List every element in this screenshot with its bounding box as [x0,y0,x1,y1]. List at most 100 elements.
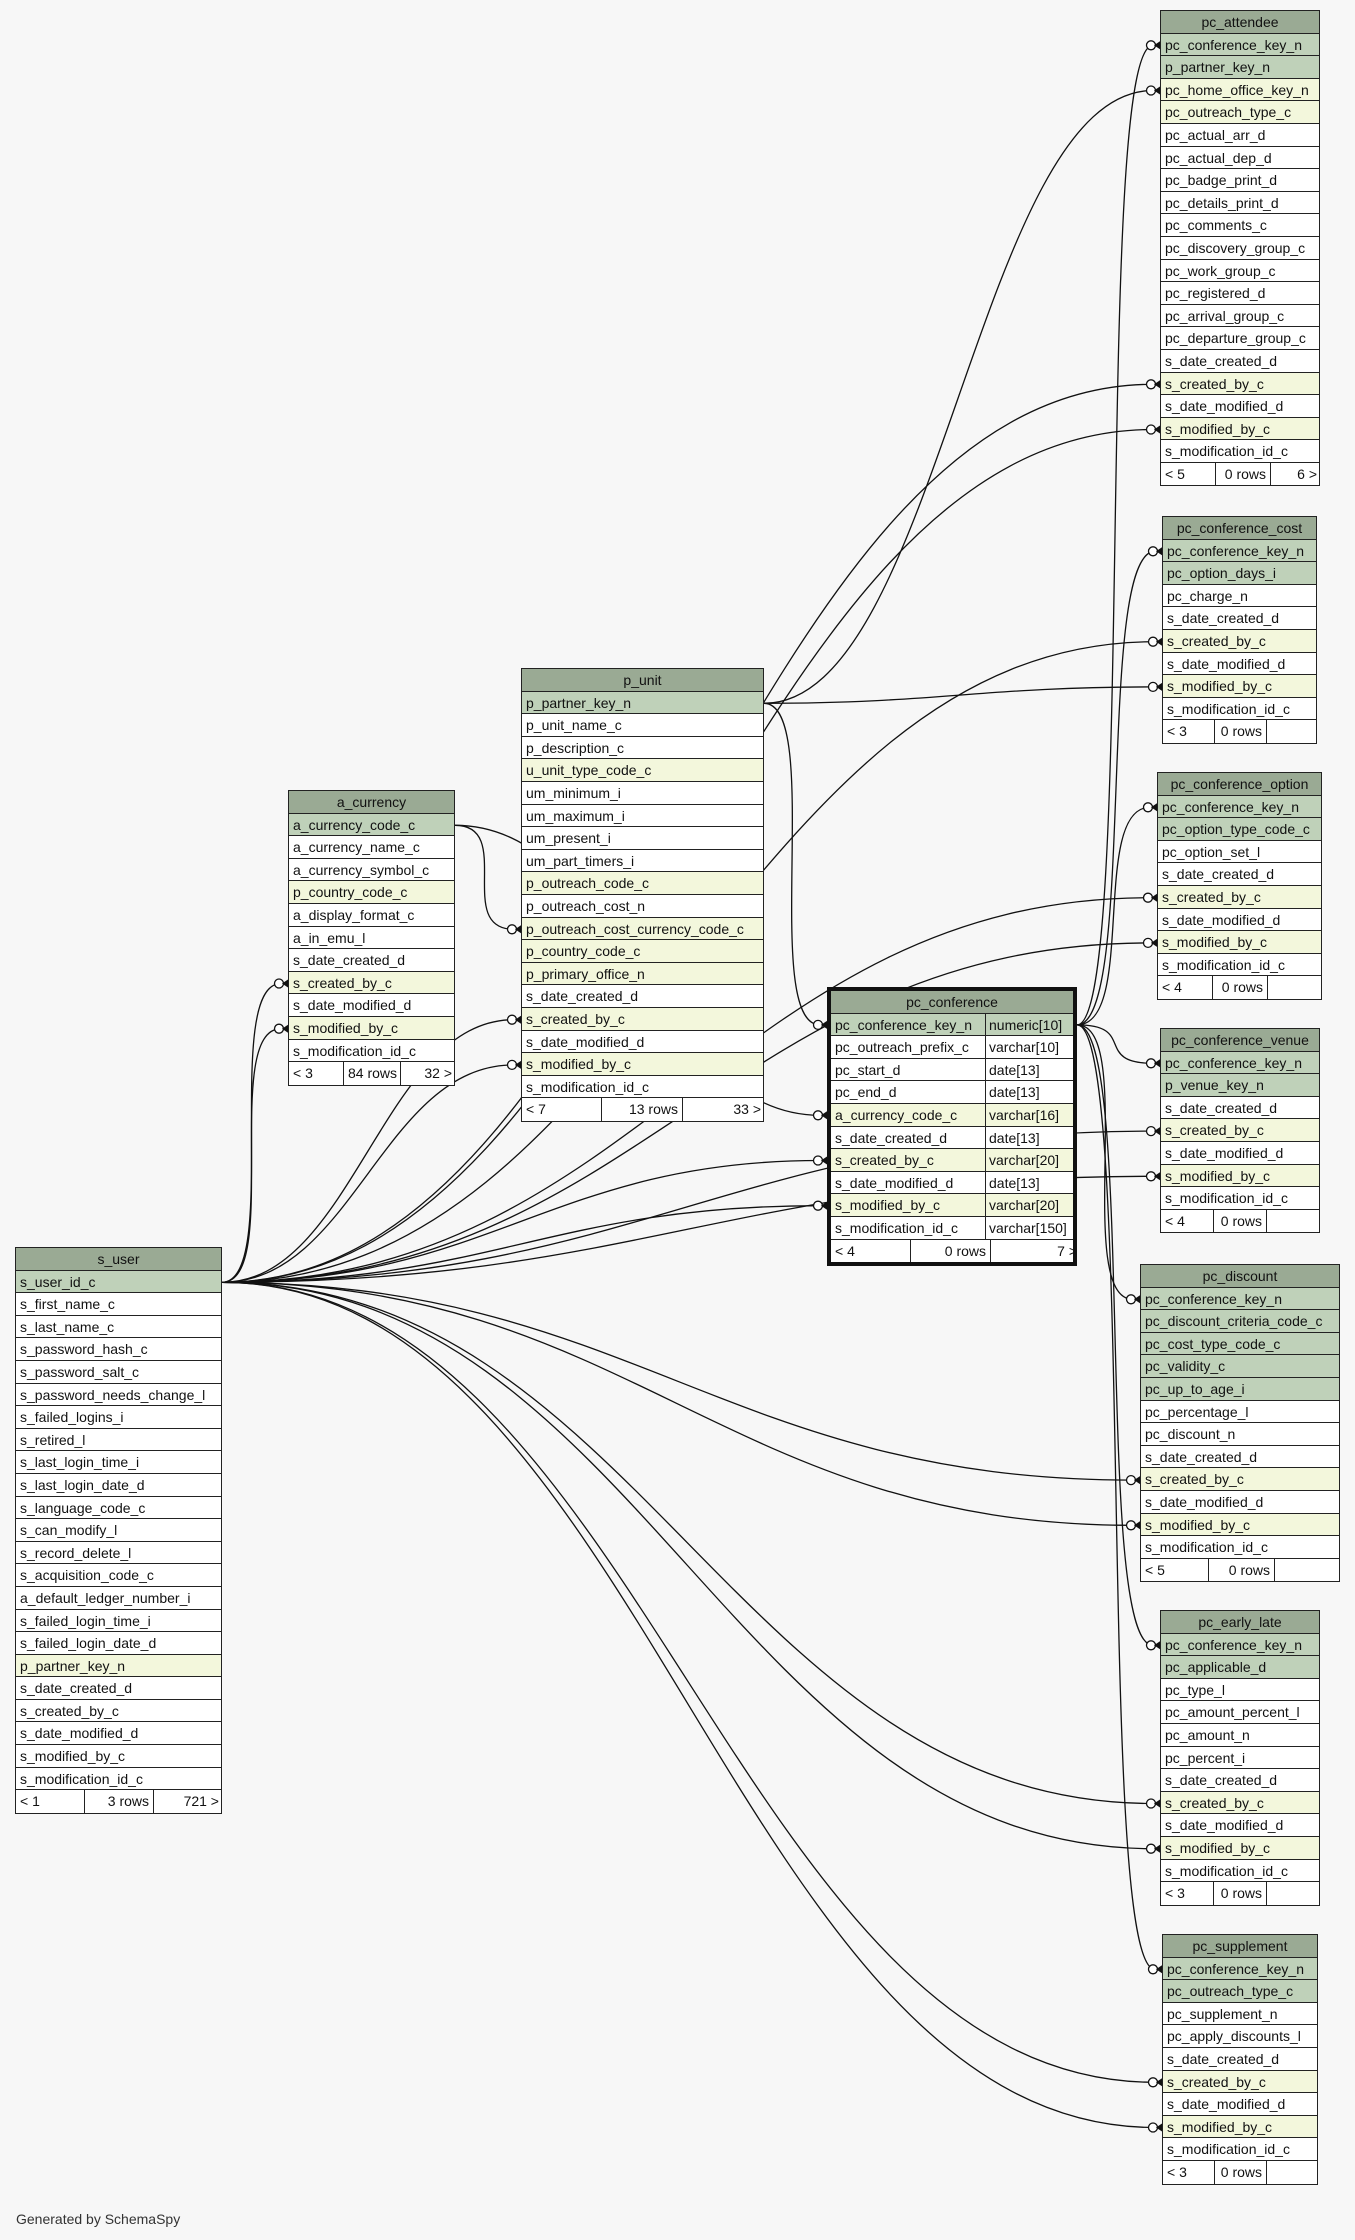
column-row[interactable]: a_currency_code_c [289,813,454,837]
column-row[interactable]: s_created_by_c [522,1007,763,1031]
children-link[interactable] [1267,1210,1321,1233]
column-row[interactable]: pc_cost_type_code_c [1141,1332,1339,1356]
table-title[interactable]: pc_conference [831,991,1073,1014]
column-row[interactable]: p_venue_key_n [1161,1074,1319,1097]
column-row[interactable]: pc_discount_n [1141,1423,1339,1446]
column-row[interactable]: pc_badge_print_d [1161,169,1319,192]
column-row[interactable]: pc_conference_key_n [1161,1051,1319,1075]
column-row[interactable]: pc_conference_key_n [1163,539,1316,563]
column-row[interactable]: pc_discovery_group_c [1161,237,1319,260]
column-row[interactable]: pc_amount_n [1161,1724,1319,1747]
column-row[interactable]: s_created_by_c [289,971,454,995]
table-title[interactable]: p_unit [522,669,763,692]
column-row[interactable]: p_country_code_c [522,940,763,963]
table-title[interactable]: pc_supplement [1163,1935,1317,1958]
column-row[interactable]: s_modification_id_c [1141,1536,1339,1559]
column-row[interactable]: pc_actual_dep_d [1161,147,1319,170]
column-row[interactable]: s_user_id_c [16,1270,221,1294]
column-row[interactable]: um_maximum_i [522,805,763,828]
column-row[interactable]: a_display_format_c [289,904,454,927]
column-row[interactable]: s_modified_by_c [1141,1513,1339,1537]
column-row[interactable]: s_modified_by_c [522,1053,763,1076]
column-row[interactable]: pc_work_group_c [1161,260,1319,283]
column-row[interactable]: s_date_modified_d [1161,1814,1319,1837]
column-row[interactable]: pc_applicable_d [1161,1656,1319,1679]
column-row[interactable]: s_record_delete_l [16,1542,221,1565]
column-row[interactable]: p_outreach_code_c [522,872,763,895]
column-row[interactable]: s_modified_by_c [1158,931,1321,954]
table-title[interactable]: a_currency [289,791,454,814]
column-row[interactable]: pc_conference_key_n [1141,1287,1339,1311]
children-link[interactable]: 7 > [1057,1242,1077,1259]
column-row[interactable]: p_partner_key_n [522,691,763,715]
column-row[interactable]: pc_option_days_i [1163,562,1316,585]
column-row[interactable]: s_created_by_c [1163,2070,1317,2094]
column-row[interactable]: s_acquisition_code_c [16,1564,221,1587]
column-row[interactable]: s_created_by_c [1161,372,1319,396]
column-row[interactable]: s_modified_by_c [1161,1836,1319,1860]
column-row[interactable]: s_last_login_date_d [16,1474,221,1497]
column-row[interactable]: p_outreach_cost_currency_code_c [522,917,763,941]
column-row[interactable]: s_language_code_c [16,1497,221,1520]
column-row[interactable]: pc_conference_key_n [1161,33,1319,57]
column-row[interactable]: s_date_created_d [1163,607,1316,630]
parents-link[interactable]: < 1 [16,1790,85,1813]
column-row[interactable]: um_present_i [522,827,763,850]
column-row[interactable]: s_date_modified_d [1163,2093,1317,2116]
column-row[interactable]: pc_option_set_l [1158,841,1321,864]
children-link[interactable] [1267,1882,1321,1905]
column-row[interactable]: um_part_timers_i [522,850,763,873]
column-row[interactable]: pc_conference_key_n [1163,1957,1317,1981]
children-link[interactable]: 6 > [1297,465,1317,482]
column-row[interactable]: p_outreach_cost_n [522,895,763,918]
column-row[interactable]: pc_comments_c [1161,214,1319,237]
column-row[interactable]: s_date_modified_d [1141,1491,1339,1514]
column-row[interactable]: s_date_created_d [16,1677,221,1700]
column-row[interactable]: s_date_created_d [289,949,454,972]
column-row[interactable]: p_primary_office_n [522,962,763,986]
column-row[interactable]: s_modification_id_c [1158,954,1321,977]
column-row[interactable]: a_currency_symbol_c [289,859,454,882]
table-title[interactable]: pc_conference_option [1158,773,1321,796]
column-row[interactable]: pc_home_office_key_n [1161,78,1319,102]
column-row[interactable]: s_failed_logins_i [16,1406,221,1429]
column-row[interactable]: s_date_modified_d [1158,909,1321,932]
parents-link[interactable]: < 5 [1141,1558,1209,1582]
column-row[interactable]: s_date_modified_d [16,1722,221,1746]
column-row[interactable]: s_date_created_d [522,985,763,1008]
children-link[interactable] [1267,2161,1319,2184]
column-row[interactable]: s_modification_id_c [16,1768,221,1791]
parents-link[interactable]: < 3 [1163,2160,1215,2184]
column-row[interactable]: s_date_created_d [1158,863,1321,886]
column-row[interactable]: s_can_modify_l [16,1519,221,1542]
column-row[interactable]: s_modified_by_c [16,1745,221,1768]
column-row[interactable]: s_date_created_d [1161,350,1319,373]
column-row[interactable]: s_date_created_d [1161,1769,1319,1792]
column-row[interactable]: s_modification_id_c [1161,1187,1319,1210]
column-row[interactable]: s_date_created_d [1161,1097,1319,1120]
column-row[interactable]: a_currency_name_c [289,836,454,859]
column-row[interactable]: pc_apply_discounts_l [1163,2025,1317,2048]
parents-link[interactable]: < 3 [1161,1882,1214,1905]
column-row[interactable]: p_partner_key_n [16,1654,221,1678]
children-link[interactable]: 33 > [733,1101,761,1118]
column-row[interactable]: s_last_login_time_i [16,1451,221,1474]
column-row[interactable]: pc_up_to_age_i [1141,1377,1339,1401]
column-row[interactable]: um_minimum_i [522,782,763,805]
table-title[interactable]: pc_conference_cost [1163,517,1316,540]
column-row[interactable]: pc_arrival_group_c [1161,305,1319,328]
column-row[interactable]: s_date_modified_d [522,1031,763,1054]
column-row[interactable]: s_created_by_c [1161,1791,1319,1815]
parents-link[interactable]: < 4 [831,1239,911,1263]
